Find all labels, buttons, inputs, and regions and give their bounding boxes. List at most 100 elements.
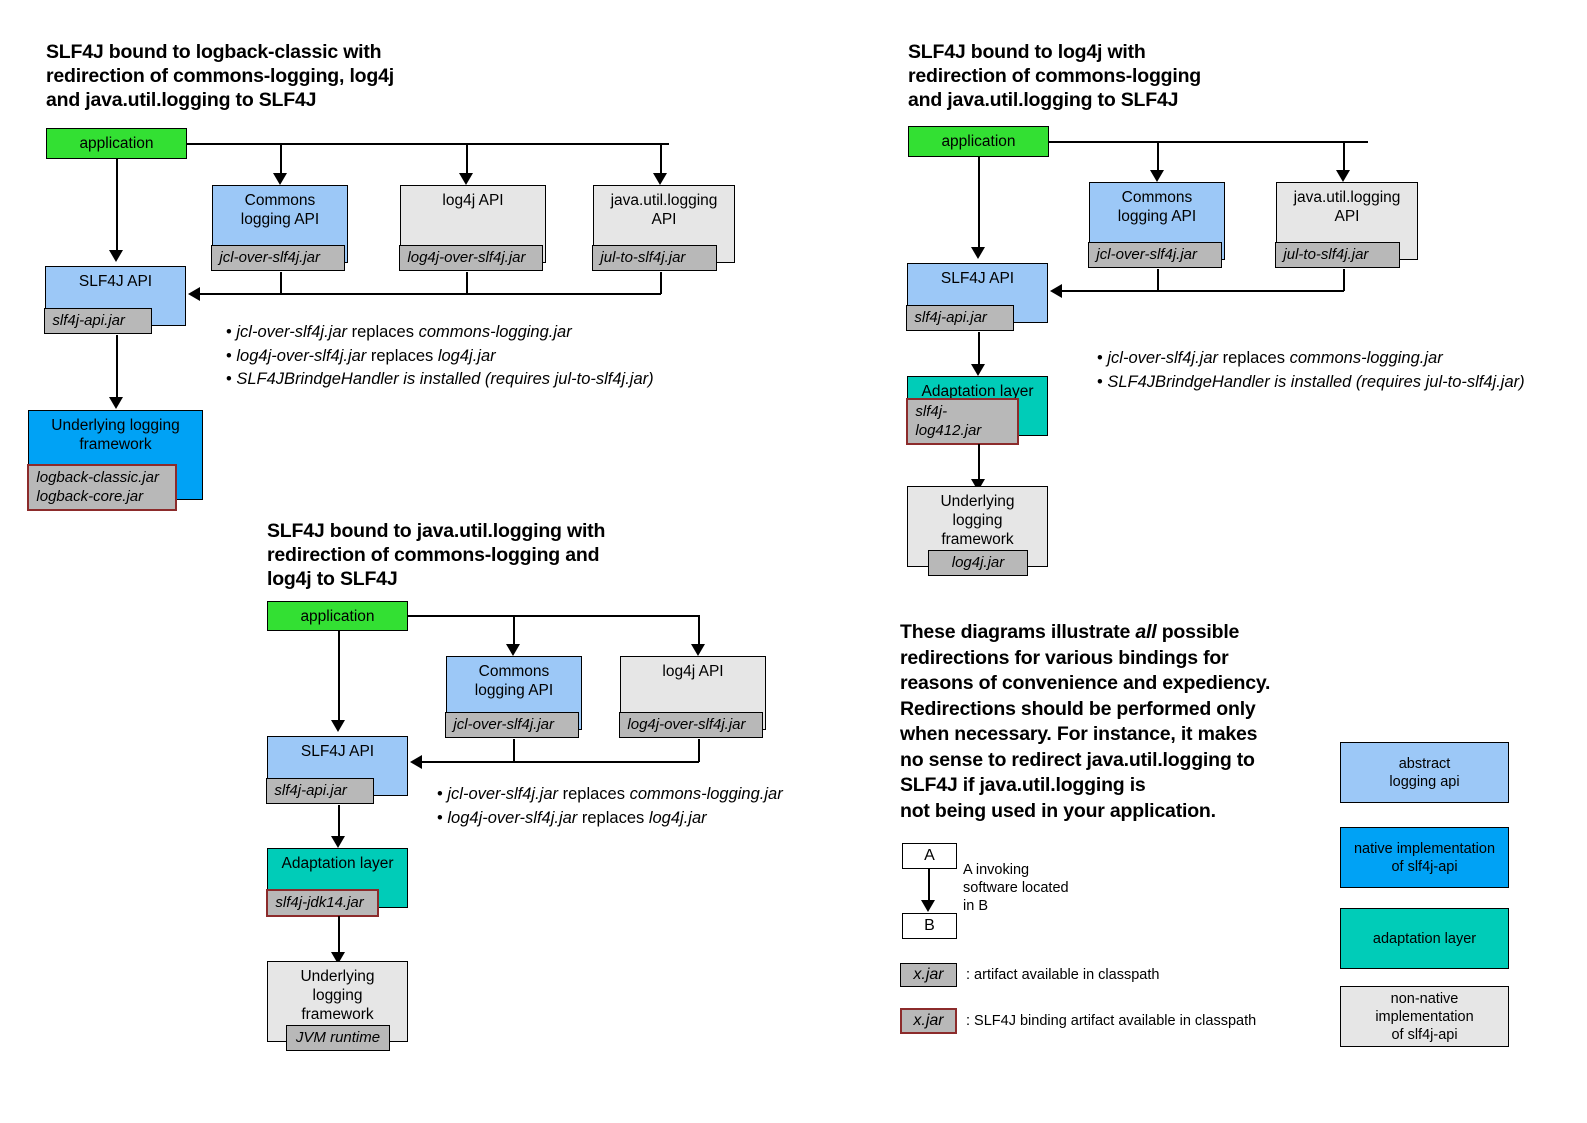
diagram2-return-jul bbox=[1343, 269, 1345, 291]
diagram3-underlying-framework-jar: JVM runtime bbox=[286, 1025, 390, 1051]
diagram1-api-to-underlying-line bbox=[116, 335, 118, 399]
diagram2-application-box: application bbox=[908, 126, 1049, 157]
diagram2-adaptation-layer-label: Adaptation layer bbox=[921, 383, 1034, 400]
diagram2-application-label: application bbox=[941, 133, 1016, 150]
legend-swatch-abstract-logging-api: abstract logging api bbox=[1340, 742, 1509, 803]
diagram1-title: SLF4J bound to logback-classic with redi… bbox=[46, 41, 394, 111]
diagram1-note-2: SLF4JBrindgeHandler is installed (requir… bbox=[226, 368, 653, 392]
diagram2-slf4j-api-box: SLF4J API slf4j-api.jar bbox=[906, 263, 1048, 331]
legend-box-b: B bbox=[902, 913, 957, 939]
diagram1-arrowhead-return bbox=[188, 287, 200, 301]
legend-swatch-nonnative-implementation-label: non-native implementation of slf4j-api bbox=[1375, 990, 1474, 1043]
diagram1-slf4j-api-jar: slf4j-api.jar bbox=[44, 308, 153, 334]
diagram1-arrowhead-commons bbox=[273, 173, 287, 185]
diagram3-application-box: application bbox=[267, 601, 408, 631]
diagram3-app-to-api-line bbox=[338, 631, 340, 722]
legend-arrow-caption: A invoking software located in B bbox=[963, 862, 1069, 914]
diagram3-slf4j-api-label: SLF4J API bbox=[300, 743, 375, 760]
legend-jar-plain-label: x.jar bbox=[913, 966, 944, 983]
explanation-paragraph: These diagrams illustrate all possible r… bbox=[900, 620, 1330, 824]
diagram1-arrowhead-underlying bbox=[109, 397, 123, 409]
diagram1-commons-logging-jar: jcl-over-slf4j.jar bbox=[211, 245, 346, 271]
diagram1-arrowhead-jul bbox=[653, 173, 667, 185]
diagram3-log4j-api-box: log4j API log4j-over-slf4j.jar bbox=[619, 656, 766, 738]
diagram2-title: SLF4J bound to log4j with redirection of… bbox=[908, 41, 1202, 111]
diagram3-log4j-api-label: log4j API bbox=[662, 663, 724, 680]
diagram1-jul-api-label: java.util.logging API bbox=[610, 192, 718, 228]
diagram1-arrowhead-log4j bbox=[459, 173, 473, 185]
legend-jar-binding-caption: : SLF4J binding artifact available in cl… bbox=[966, 1013, 1257, 1029]
diagram3-arrowhead-commons bbox=[506, 644, 520, 656]
diagram1-note-1: log4j-over-slf4j.jar replaces log4j.jar bbox=[226, 345, 654, 369]
diagram3-drop-log4j bbox=[698, 615, 700, 646]
diagram1-drop-jul bbox=[660, 143, 662, 175]
diagram1-arrowhead-app-to-api bbox=[109, 250, 123, 262]
diagram2-return-commons bbox=[1157, 269, 1159, 291]
diagram2-underlying-framework-label: Underlying logging framework bbox=[940, 493, 1015, 548]
diagram3-title: SLF4J bound to java.util.logging with re… bbox=[267, 520, 606, 590]
diagram1-return-log4j bbox=[466, 272, 468, 294]
diagram1-underlying-framework-jar: logback-classic.jar logback-core.jar bbox=[27, 464, 178, 511]
diagram2-jul-api-jar: jul-to-slf4j.jar bbox=[1275, 242, 1401, 268]
legend-jar-binding: x.jar bbox=[900, 1008, 957, 1034]
legend-box-a-label: A bbox=[924, 847, 935, 864]
diagram2-adaptation-layer-jar: slf4j-log412.jar bbox=[906, 398, 1020, 445]
diagram2-commons-logging-label: Commons logging API bbox=[1117, 189, 1197, 225]
diagram3-note-0: jcl-over-slf4j.jar replaces commons-logg… bbox=[437, 783, 782, 807]
diagram2-jul-api-box: java.util.logging API jul-to-slf4j.jar bbox=[1275, 182, 1418, 268]
diagram3-underlying-framework-box: Underlying logging framework JVM runtime bbox=[267, 961, 408, 1051]
diagram3-return-log4j bbox=[698, 739, 700, 762]
legend-arrow-line bbox=[928, 869, 930, 902]
diagram2-bus-line bbox=[1048, 141, 1368, 143]
explanation-emphasis: all bbox=[1135, 621, 1157, 643]
legend-box-b-label: B bbox=[924, 917, 935, 934]
legend-jar-plain: x.jar bbox=[900, 963, 957, 987]
diagram3-adaptation-layer-box: Adaptation layer slf4j-jdk14.jar bbox=[266, 848, 408, 917]
diagram1-application-box: application bbox=[46, 128, 187, 159]
legend-swatch-abstract-logging-api-label: abstract logging api bbox=[1389, 755, 1460, 790]
diagram1-underlying-framework-box: Underlying logging framework logback-cla… bbox=[27, 410, 203, 511]
diagram2-arrowhead-adaptation bbox=[971, 364, 985, 376]
diagram2-slf4j-api-jar: slf4j-api.jar bbox=[906, 305, 1015, 331]
diagram2-notes: jcl-over-slf4j.jar replaces commons-logg… bbox=[1097, 347, 1525, 395]
diagram2-arrowhead-app-to-api bbox=[971, 247, 985, 259]
diagram2-jul-api-label: java.util.logging API bbox=[1293, 189, 1401, 225]
diagram2-note-0: jcl-over-slf4j.jar replaces commons-logg… bbox=[1097, 347, 1525, 371]
diagram3-arrowhead-log4j bbox=[691, 644, 705, 656]
diagram3-commons-logging-box: Commons logging API jcl-over-slf4j.jar bbox=[445, 656, 582, 738]
diagram3-adaptation-layer-jar: slf4j-jdk14.jar bbox=[266, 889, 380, 917]
diagram1-app-to-api-line bbox=[116, 159, 118, 252]
diagram2-underlying-framework-jar: log4j.jar bbox=[928, 550, 1028, 576]
diagram1-drop-log4j bbox=[466, 143, 468, 175]
diagram2-slf4j-api-label: SLF4J API bbox=[940, 270, 1015, 287]
diagram1-log4j-api-box: log4j API log4j-over-slf4j.jar bbox=[399, 185, 546, 271]
diagram2-underlying-framework-box: Underlying logging framework log4j.jar bbox=[907, 486, 1048, 576]
diagram1-bus-line bbox=[186, 143, 669, 145]
diagram2-commons-logging-box: Commons logging API jcl-over-slf4j.jar bbox=[1088, 182, 1225, 268]
diagram3-notes: jcl-over-slf4j.jar replaces commons-logg… bbox=[437, 783, 783, 831]
diagram2-drop-jul bbox=[1343, 141, 1345, 172]
diagram3-note-1: log4j-over-slf4j.jar replaces log4j.jar bbox=[437, 807, 783, 831]
diagram3-arrowhead-adaptation bbox=[331, 836, 345, 848]
diagram2-return-bus bbox=[1062, 290, 1344, 292]
diagram3-application-label: application bbox=[300, 607, 375, 625]
diagram3-drop-commons bbox=[513, 615, 515, 646]
diagram1-jul-api-box: java.util.logging API jul-to-slf4j.jar bbox=[592, 185, 735, 271]
diagram3-slf4j-api-jar: slf4j-api.jar bbox=[266, 778, 375, 804]
diagram2-arrowhead-commons bbox=[1150, 170, 1164, 182]
diagram1-notes: jcl-over-slf4j.jar replaces commons-logg… bbox=[226, 321, 654, 392]
diagram2-arrowhead-return bbox=[1050, 284, 1062, 298]
diagram1-return-jul bbox=[660, 272, 662, 294]
diagram3-adaptation-to-underlying-line bbox=[338, 916, 340, 954]
diagram3-log4j-api-jar: log4j-over-slf4j.jar bbox=[619, 712, 764, 738]
diagram1-return-bus bbox=[200, 293, 661, 295]
legend-swatch-nonnative-implementation: non-native implementation of slf4j-api bbox=[1340, 986, 1509, 1047]
legend-arrowhead bbox=[921, 900, 935, 912]
diagram3-commons-logging-label: Commons logging API bbox=[474, 663, 554, 699]
diagram2-note-1: SLF4JBrindgeHandler is installed (requir… bbox=[1097, 371, 1524, 395]
diagram1-return-commons bbox=[280, 272, 282, 294]
diagram1-commons-logging-box: Commons logging API jcl-over-slf4j.jar bbox=[211, 185, 348, 271]
diagram3-return-commons bbox=[513, 739, 515, 762]
diagram1-note-0: jcl-over-slf4j.jar replaces commons-logg… bbox=[226, 321, 654, 345]
